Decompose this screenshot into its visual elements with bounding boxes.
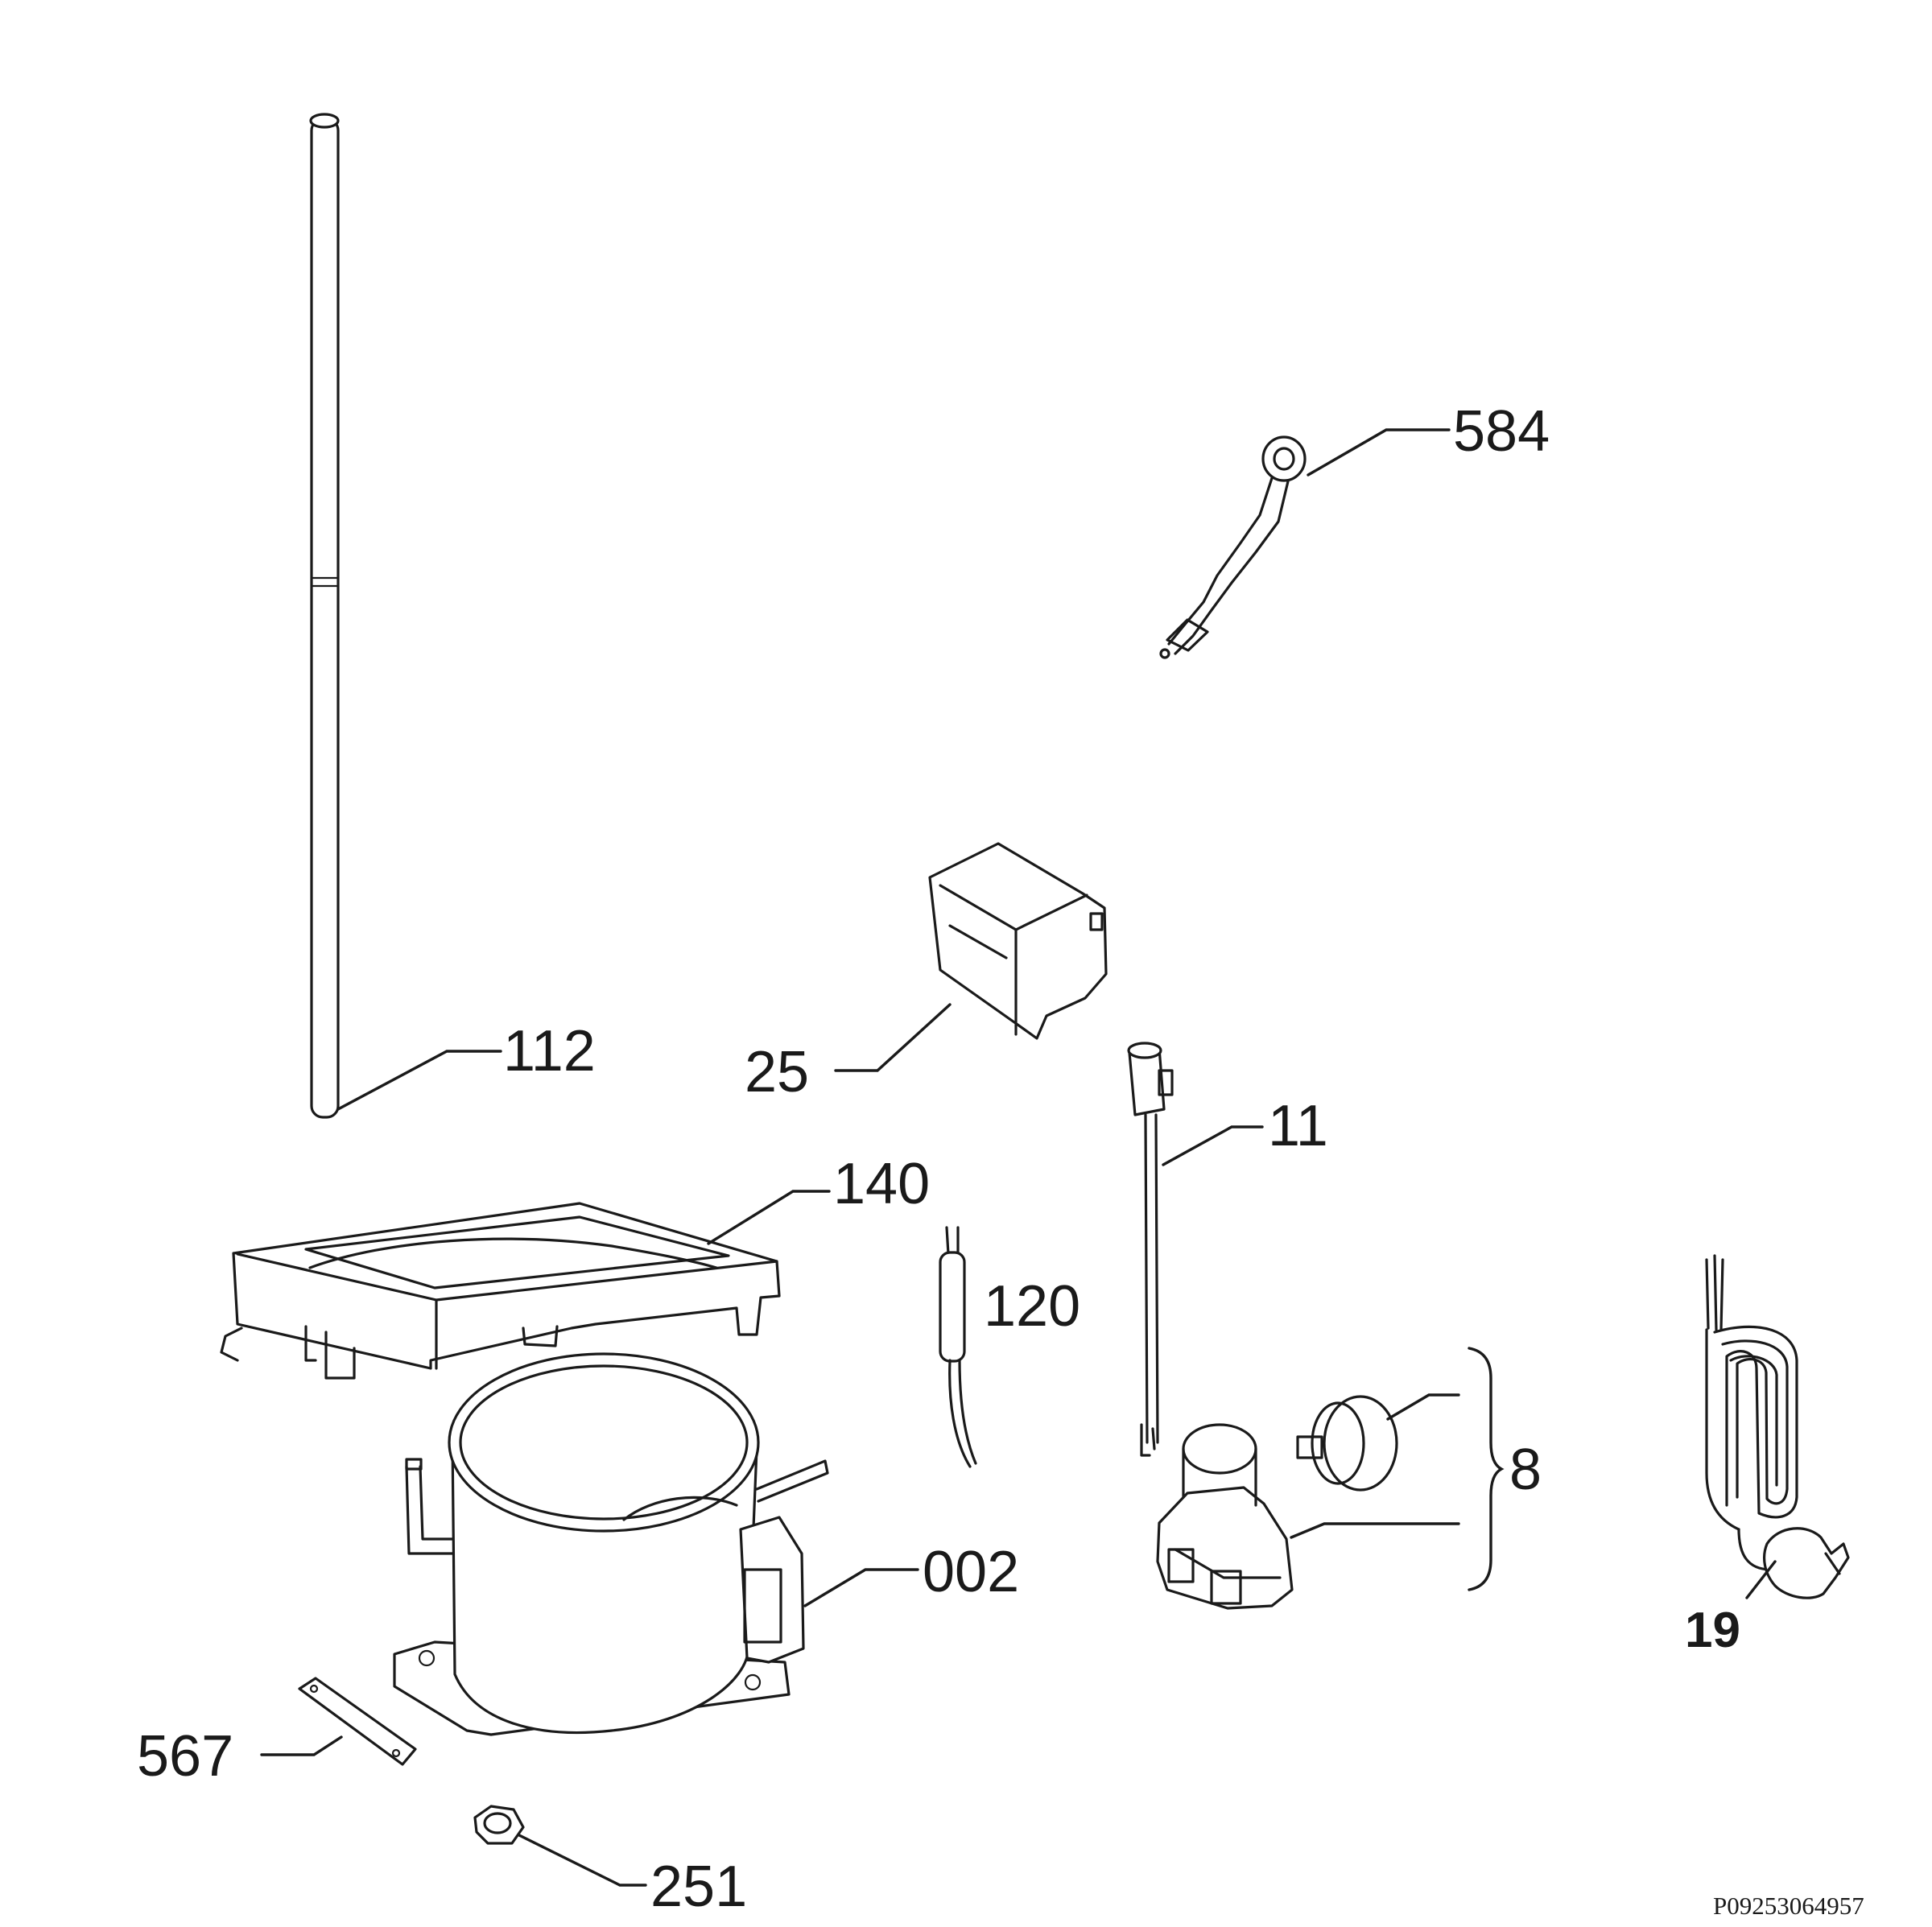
part-11-cable-harness [1127,1042,1174,1457]
part-251-grommet [473,1805,525,1845]
part-584-earth-wire [1159,435,1307,659]
leader-11 [1162,1125,1264,1166]
callout-25: 25 [745,1040,809,1104]
callout-567: 567 [137,1724,233,1789]
leader-584 [1307,428,1451,477]
part-567-mounting-plate [298,1677,417,1766]
callout-251: 251 [650,1855,747,1919]
callout-120: 120 [984,1274,1080,1339]
part-25-relay-cover [928,842,1108,1040]
callout-8: 8 [1509,1438,1542,1502]
callout-002: 002 [923,1540,1019,1604]
leader-251 [518,1834,647,1887]
leader-112 [336,1050,502,1111]
callout-112: 112 [503,1019,596,1083]
leader-8-lower [1290,1522,1460,1539]
leader-19 [1745,1560,1777,1599]
part-140-base-frame [220,1202,781,1380]
part-120-capacitor [939,1226,977,1468]
part-8-start-relay [1156,1395,1398,1610]
bracket-8 [1468,1347,1505,1591]
leader-8-upper [1386,1393,1460,1421]
callout-584: 584 [1453,399,1550,464]
part-112-tube [309,113,340,1119]
callout-140: 140 [833,1152,930,1216]
document-id: P09253064957 [1713,1892,1864,1920]
leader-140 [707,1190,831,1245]
leader-25 [834,1003,952,1072]
callout-11: 11 [1268,1094,1328,1158]
part-19-power-cord [1705,1254,1850,1599]
leader-002 [803,1568,919,1607]
part-002-compressor [393,1352,829,1736]
callout-19: 19 [1685,1603,1740,1658]
leader-567 [260,1735,343,1756]
